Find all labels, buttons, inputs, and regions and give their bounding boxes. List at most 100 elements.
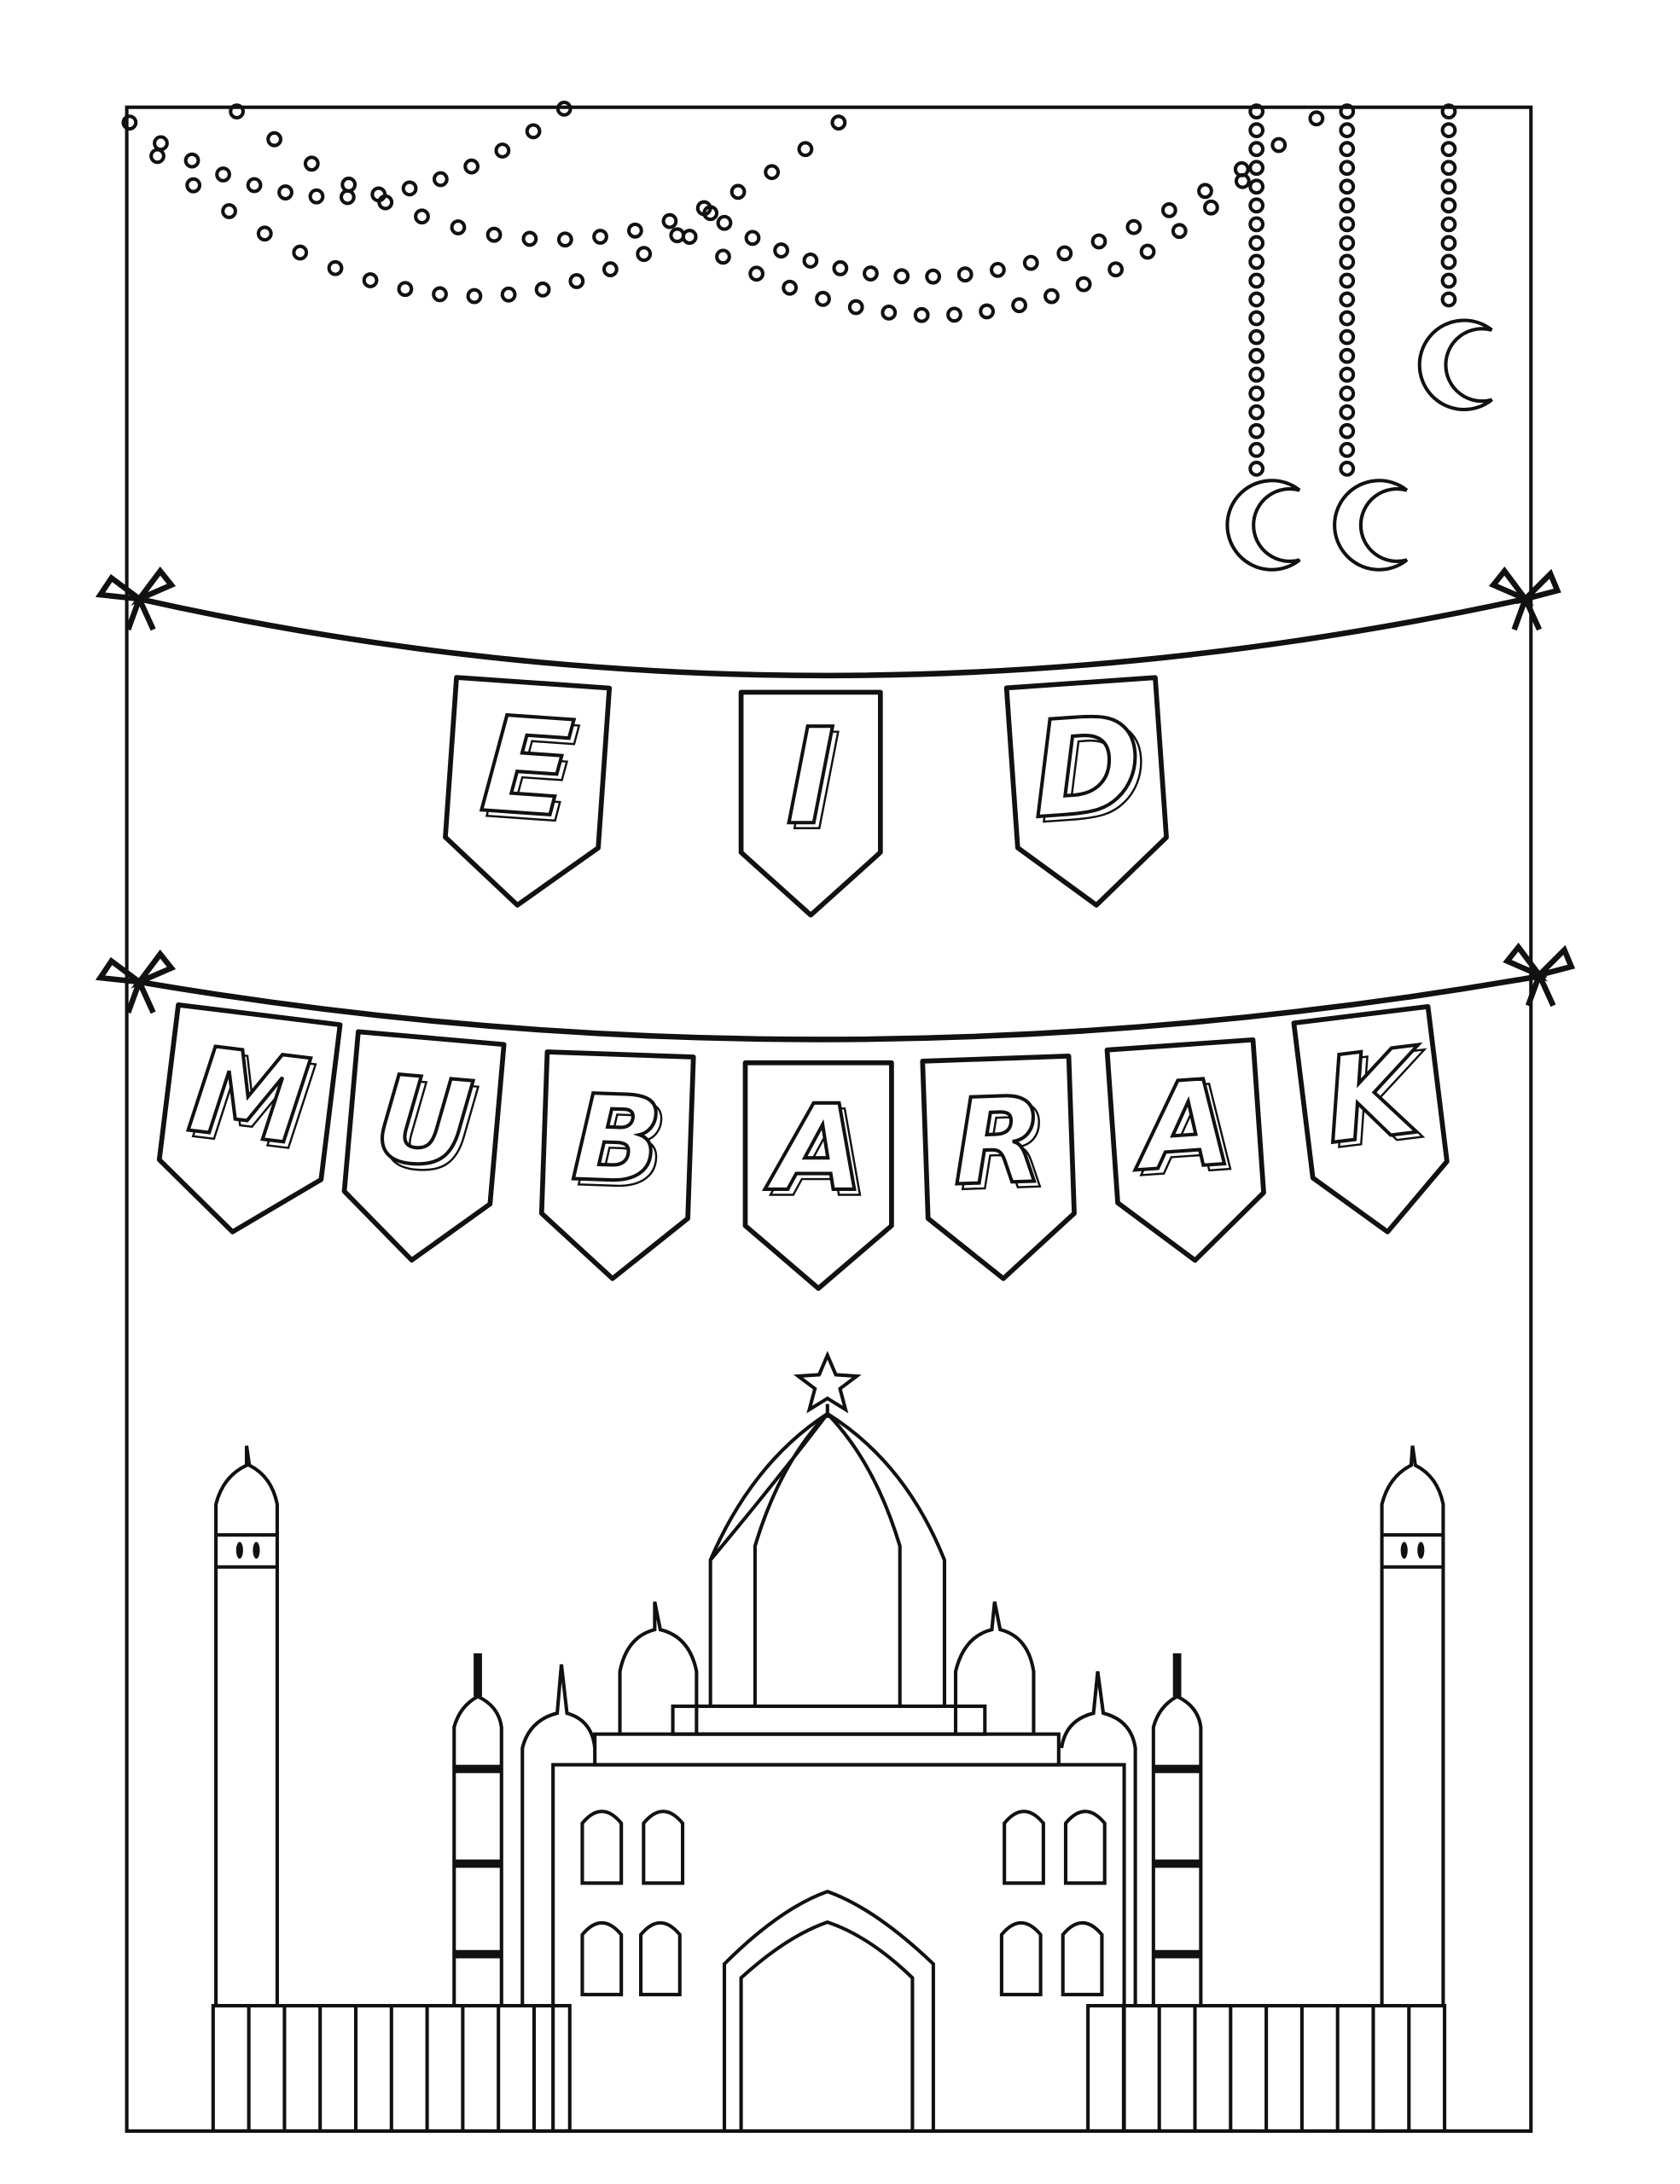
dotted-garlands <box>121 100 1457 477</box>
garland-dot <box>592 229 608 245</box>
flag-letter: E <box>477 687 578 847</box>
garland-dot <box>401 180 418 197</box>
garland-dot <box>555 100 573 117</box>
garland-dot <box>183 152 201 169</box>
garland-dot <box>863 265 879 282</box>
garland-dot <box>716 214 733 231</box>
garland-dot <box>1248 197 1265 214</box>
garland-dot <box>669 227 686 244</box>
garland-dot <box>485 226 503 243</box>
garland-dot <box>229 103 245 119</box>
garland-dot <box>602 261 619 277</box>
flag-letter-shadow: I <box>792 706 841 860</box>
crescent-moon-icon <box>1225 479 1301 572</box>
garland-dot <box>1233 160 1250 177</box>
garland-dot <box>881 304 898 321</box>
garland-dot <box>1202 199 1219 216</box>
garland-dot <box>215 166 231 183</box>
garland-dot <box>1248 310 1265 327</box>
garland-dot <box>893 268 910 285</box>
garland-dot <box>1339 291 1356 308</box>
garland-dot <box>1339 122 1356 139</box>
garland-dot <box>1339 385 1356 402</box>
garland-dot <box>1248 385 1265 402</box>
banner-flag: EE <box>443 675 613 908</box>
window <box>638 1920 682 1996</box>
minaret-right <box>1380 1445 1445 2007</box>
garland-dot <box>1248 253 1265 270</box>
garland-dot <box>661 212 678 229</box>
garland-dot <box>797 141 814 158</box>
garland-dot <box>1339 216 1356 233</box>
garland-dot <box>1339 366 1356 383</box>
window <box>999 1920 1043 1996</box>
garland-dot <box>1248 422 1265 439</box>
banner-flag: AA <box>742 1060 894 1292</box>
garland-dot <box>463 158 480 175</box>
garland-dot <box>246 177 263 194</box>
garland-dot <box>327 259 344 276</box>
garland-dot <box>414 208 430 225</box>
garland-dot <box>308 188 325 205</box>
crescent-moon-icon <box>1417 318 1493 412</box>
garland-dot <box>1339 328 1356 346</box>
garland-dot <box>847 299 864 316</box>
garland-dot <box>1160 202 1177 218</box>
garland-dot <box>556 231 573 248</box>
garland-dot <box>1339 253 1356 270</box>
flag-letter: I <box>786 700 835 854</box>
garland-dot <box>1248 291 1265 308</box>
banner-flag: II <box>738 689 883 918</box>
garland-dot <box>362 272 379 288</box>
garland-dot <box>764 164 781 181</box>
garland-dot <box>340 177 358 193</box>
window <box>1063 1809 1107 1885</box>
garland-dot <box>1248 272 1265 289</box>
garland-dot <box>681 229 698 245</box>
flag-letter-shadow: D <box>1032 692 1153 854</box>
garland-dot <box>1056 245 1073 262</box>
garland-dot <box>748 265 765 282</box>
garland-dot <box>1248 328 1265 346</box>
garland-dot <box>1197 183 1213 200</box>
garland-dot <box>1339 461 1356 477</box>
garland-dot <box>1440 178 1457 195</box>
bow-right-top <box>1488 566 1561 631</box>
garland-dot <box>1075 276 1092 293</box>
mosque <box>211 1350 1447 2133</box>
banner-flag: BB <box>538 1049 696 1281</box>
bow-left-bottom <box>95 950 177 1014</box>
garland-dot <box>1125 218 1142 235</box>
garland-dot <box>266 131 282 148</box>
flag-letter-shadow: R <box>956 1076 1052 1217</box>
flag-letter: A <box>1126 1054 1235 1199</box>
flag-letter: M <box>183 1020 317 1172</box>
garland-dot <box>1440 235 1457 252</box>
garland-dot <box>1171 223 1188 240</box>
banner-flag: AA <box>1104 1037 1266 1263</box>
flag-letter: R <box>950 1071 1046 1212</box>
garland-dot <box>292 244 309 261</box>
banner-string-bottom <box>138 972 1547 1043</box>
garland-dot <box>1248 178 1265 195</box>
garland-dot <box>1440 291 1457 308</box>
garland-dot <box>1339 441 1356 458</box>
window <box>1061 1920 1104 1996</box>
garland-dot <box>568 273 585 289</box>
flag-letter-shadow: U <box>375 1055 482 1201</box>
garland-dot <box>1440 272 1457 289</box>
garland-dot <box>1248 235 1265 252</box>
garland-dot <box>1339 404 1356 421</box>
garland-dot <box>832 260 849 276</box>
star-icon <box>793 1350 862 1414</box>
garland-dot <box>1339 310 1356 327</box>
garland-dot <box>1339 347 1356 364</box>
garland-dot <box>153 135 169 152</box>
garland-dot <box>1248 404 1265 421</box>
garland-dot <box>990 261 1006 278</box>
banner-string-top <box>138 595 1526 679</box>
garland-dot <box>636 246 653 263</box>
garland-dot <box>1011 297 1027 314</box>
mosque-body <box>551 1763 1126 2133</box>
